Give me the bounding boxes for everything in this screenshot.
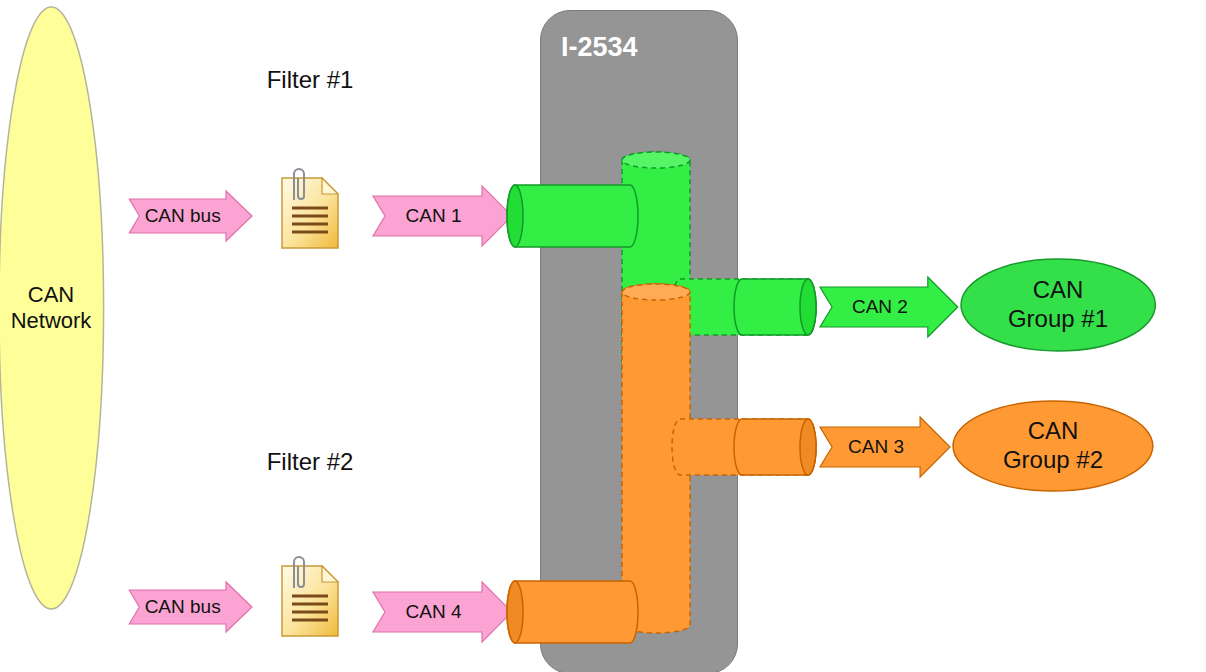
signal-label: CAN 1 [406, 205, 462, 226]
pipe-end [800, 419, 816, 475]
device-label: I-2534 [561, 31, 717, 63]
pipe-output-outer [742, 279, 816, 335]
node-label: CAN Group #1 [998, 276, 1118, 334]
orange-pipe [507, 284, 816, 643]
arrow-label-holder: CAN bus [145, 597, 221, 618]
device-band: I-2534 [540, 10, 738, 672]
block-arrow [373, 582, 512, 642]
pipe-ring [734, 419, 750, 475]
ellipse-shape [0, 7, 103, 609]
group-ellipse: CAN Group #2 [952, 400, 1154, 492]
network-ellipse: CAN Network [0, 6, 104, 610]
block-arrow [129, 191, 252, 241]
pipe-input [507, 581, 638, 643]
node-label: Filter #1 [255, 66, 365, 95]
green-pipe [507, 152, 816, 378]
block-arrow [820, 277, 958, 337]
signal-label: CAN 4 [406, 601, 462, 622]
signal-label: CAN bus [145, 205, 221, 226]
document-icon [282, 557, 338, 636]
pipe-cap [622, 284, 690, 300]
signal-label: CAN 3 [848, 436, 904, 457]
block-arrow [373, 186, 512, 246]
pipe-end [507, 581, 523, 643]
arrow-label-holder: CAN bus [145, 206, 221, 227]
ellipse-shape [953, 401, 1153, 491]
pipe-vertical [622, 284, 690, 633]
node-label: Filter #2 [255, 448, 365, 477]
arrow-label-holder: CAN 4 [406, 602, 462, 623]
document-icon [282, 169, 338, 248]
filter-node: Filter #1 [255, 66, 365, 252]
pipe-end [507, 185, 523, 247]
node-label: CAN Group #2 [993, 417, 1113, 475]
signal-label: CAN bus [145, 596, 221, 617]
pipe-vertical [622, 152, 690, 378]
group-ellipse: CAN Group #1 [960, 258, 1156, 352]
pipe-output [672, 279, 816, 335]
pipe-input [507, 185, 638, 247]
arrow-label-holder: CAN 2 [852, 297, 908, 318]
pipe-end [800, 279, 816, 335]
pipe-ring [734, 279, 750, 335]
block-arrow [820, 417, 950, 477]
signal-label: CAN 2 [852, 296, 908, 317]
pipe-output [672, 419, 816, 475]
filter-node: Filter #2 [255, 448, 365, 644]
pipe-cap [622, 152, 690, 168]
ellipse-shape [961, 259, 1155, 351]
arrow-label-holder: CAN 1 [406, 206, 462, 227]
node-label: CAN Network [4, 282, 98, 335]
arrow-label-holder: CAN 3 [848, 437, 904, 458]
pipe-output-outer [742, 419, 816, 475]
block-arrow [129, 582, 252, 632]
